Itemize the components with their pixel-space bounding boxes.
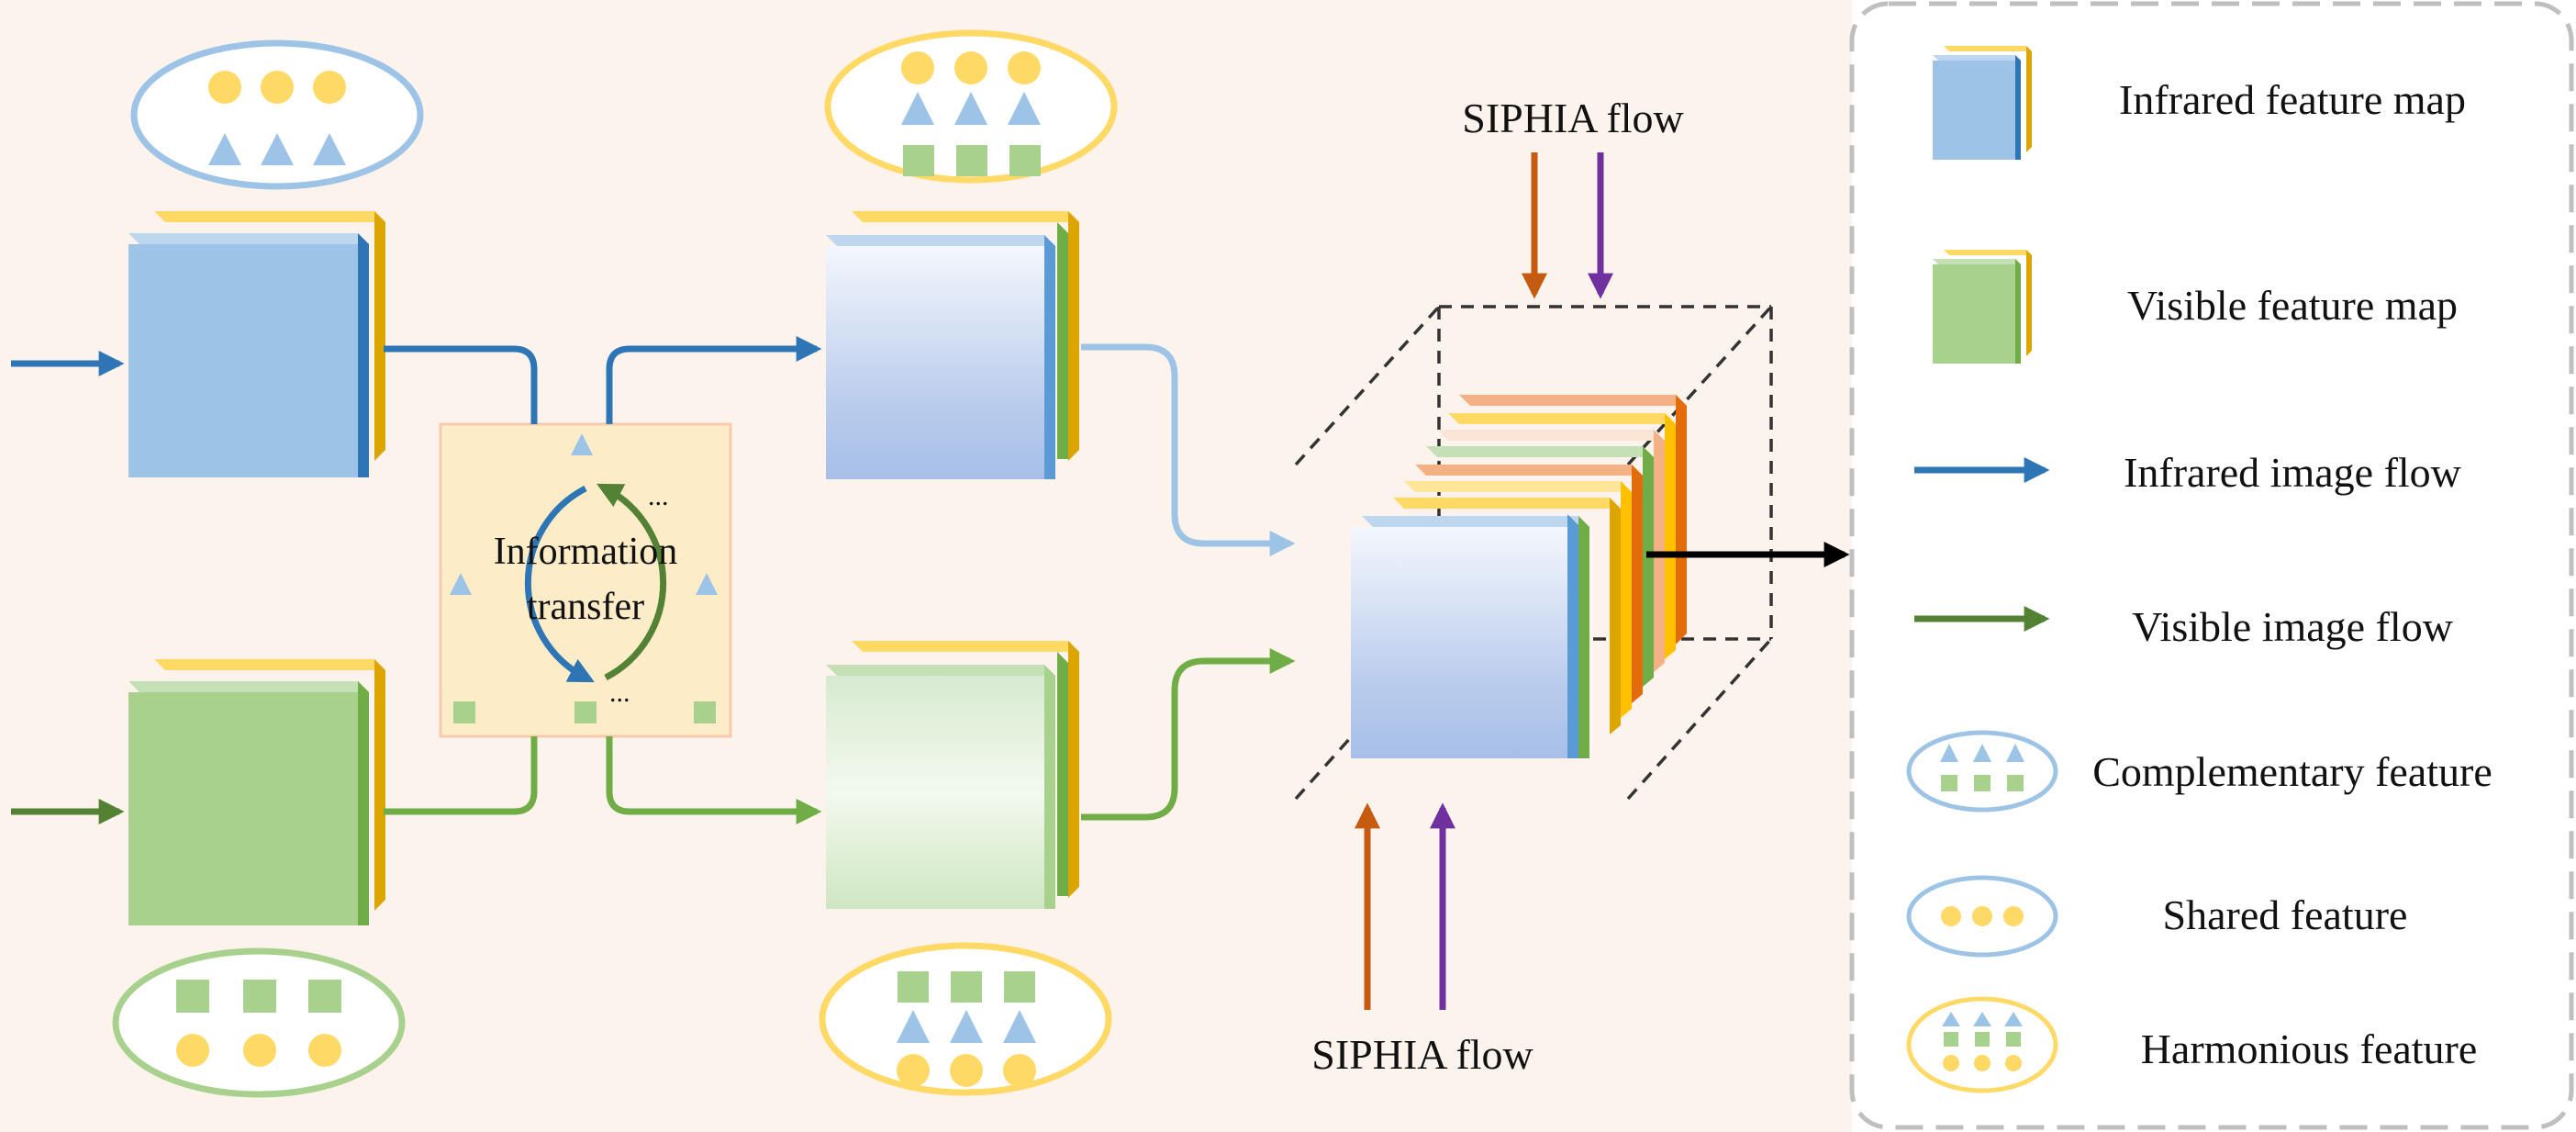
middle-infrared-feature-map (826, 211, 1079, 479)
transfer-square-icon (453, 701, 475, 723)
legend-label: Visible feature map (2127, 282, 2458, 329)
input-visible-feature-map (128, 659, 385, 925)
siphia-bottom-label: SIPHIA flow (1311, 1031, 1533, 1078)
transfer-triangle-icon (571, 433, 593, 455)
transfer-green-cycle-arrow (597, 483, 667, 681)
visible-to-fusion-line (1081, 648, 1296, 821)
transfer-ellipsis-top: ... (648, 481, 669, 511)
legend-label: Complementary feature (2092, 748, 2492, 795)
infrared-feature-map-icon (1933, 46, 2032, 160)
information-transfer-box (439, 422, 732, 738)
transfer-triangle-icon (450, 573, 472, 595)
infrared-to-transfer-line (384, 345, 538, 424)
legend-label: Visible image flow (2132, 603, 2454, 650)
legend-label: Infrared feature map (2119, 76, 2466, 123)
legend-label: Harmonious feature (2141, 1026, 2478, 1072)
infrared-to-fusion-line (1081, 343, 1296, 556)
fused-feature-map-stack (1351, 395, 1687, 758)
transfer-triangle-icon (696, 573, 718, 595)
shared-feature-icon (1906, 875, 2058, 958)
transfer-blue-cycle-arrow (524, 485, 595, 683)
transfer-square-icon (694, 701, 716, 723)
legend-panel (1849, 1, 2574, 1130)
input-infrared-feature-ellipse (130, 39, 424, 190)
middle-visible-feature-map (826, 641, 1079, 909)
transfer-ellipsis-bottom: ... (609, 678, 630, 708)
visible-to-transfer-line (384, 736, 538, 815)
information-transfer-label-line1: Information (494, 531, 678, 573)
transfer-square-icon (574, 701, 597, 723)
harmonious-feature-icon (1906, 996, 2058, 1093)
siphia-top-label: SIPHIA flow (1462, 95, 1684, 141)
visible-feature-map-icon (1933, 250, 2032, 364)
transfer-to-visible-line (606, 736, 822, 824)
complementary-feature-icon (1906, 730, 2058, 813)
information-transfer-label-line2: transfer (527, 586, 644, 628)
transfer-to-infrared-line (606, 336, 822, 424)
legend-label: Infrared image flow (2124, 449, 2462, 496)
legend-label: Shared feature (2163, 891, 2408, 938)
middle-top-harmonious-ellipse (824, 29, 1118, 184)
middle-bottom-harmonious-ellipse (819, 942, 1112, 1096)
input-infrared-feature-map (128, 211, 385, 477)
input-visible-feature-ellipse (112, 947, 406, 1098)
